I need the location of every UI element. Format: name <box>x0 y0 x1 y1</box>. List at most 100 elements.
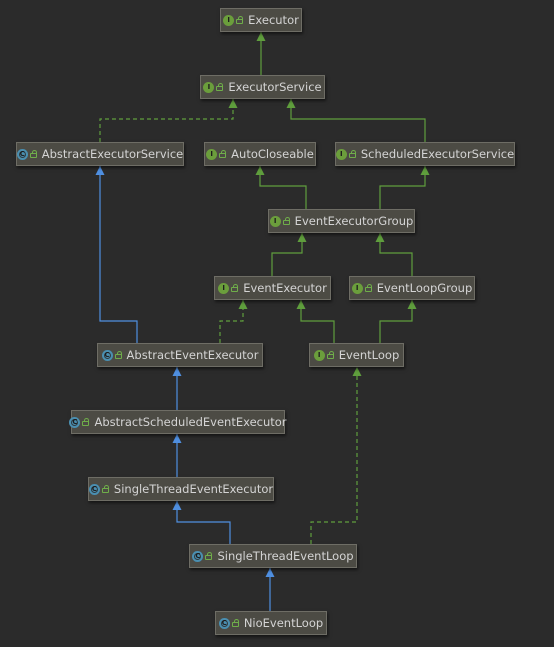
node-label: AutoCloseable <box>231 147 314 161</box>
edge-event-loop-to-event-loop-group <box>379 300 417 343</box>
arrowhead <box>95 166 105 175</box>
public-lock-icon <box>216 82 224 91</box>
node-label: EventLoopGroup <box>376 281 473 295</box>
abstract-class-icon: C <box>88 483 100 495</box>
arrowhead <box>172 367 182 376</box>
arrowhead <box>172 501 182 510</box>
public-lock-icon <box>29 149 37 158</box>
edge-abstract-executor-service-to-executor-service <box>99 99 238 142</box>
node-label: AbstractScheduledEventExecutor <box>94 415 287 429</box>
node-label: EventExecutorGroup <box>294 214 414 228</box>
node-label: AbstractEventExecutor <box>126 348 259 362</box>
node-icons: C <box>218 617 239 629</box>
node-icons: I <box>351 282 372 294</box>
arrowhead <box>297 233 307 242</box>
node-abstract-scheduled-event-executor[interactable]: C AbstractScheduledEventExecutor <box>69 410 287 434</box>
node-icons: C <box>69 416 90 428</box>
public-lock-icon <box>326 350 334 359</box>
arrowhead <box>238 300 248 309</box>
arrowhead <box>420 166 430 175</box>
public-lock-icon <box>282 216 290 225</box>
node-executor-service[interactable]: I ExecutorService <box>200 75 325 99</box>
node-auto-closeable[interactable]: I AutoCloseable <box>204 142 316 166</box>
arrowhead <box>407 300 417 309</box>
edge-abstract-event-executor-to-event-executor <box>219 300 248 343</box>
edge-event-loop-group-to-event-executor-group <box>375 233 413 276</box>
arrowhead <box>296 300 306 309</box>
interface-icon: I <box>335 148 347 160</box>
interface-icon: I <box>313 349 325 361</box>
node-scheduled-executor-service[interactable]: I ScheduledExecutorService <box>335 142 515 166</box>
node-icons: C <box>192 550 213 562</box>
arrowhead <box>255 166 265 175</box>
node-icons: I <box>206 148 227 160</box>
edge-event-loop-to-event-executor <box>296 300 335 343</box>
edge-scheduled-executor-service-to-executor-service <box>286 99 426 142</box>
abstract-class-icon: C <box>69 416 81 428</box>
node-icons: C <box>101 349 122 361</box>
node-icons: C <box>16 148 37 160</box>
node-event-executor-group[interactable]: I EventExecutorGroup <box>268 209 415 233</box>
node-label: NioEventLoop <box>243 616 324 630</box>
public-lock-icon <box>231 618 239 627</box>
arrowhead <box>228 99 238 108</box>
interface-icon: I <box>351 282 363 294</box>
abstract-class-icon: C <box>101 349 113 361</box>
public-lock-icon <box>101 484 109 493</box>
edge-single-thread-event-executor-to-abstract-scheduled-event-executor <box>172 434 182 477</box>
edge-abstract-event-executor-to-abstract-executor-service <box>95 166 138 343</box>
public-lock-icon <box>236 15 244 24</box>
edge-abstract-scheduled-event-executor-to-abstract-event-executor <box>172 367 182 410</box>
edge-event-executor-group-to-auto-closeable <box>255 166 307 209</box>
node-abstract-executor-service[interactable]: C AbstractExecutorService <box>16 142 184 166</box>
node-label: EventExecutor <box>243 281 327 295</box>
edge-single-thread-event-loop-to-single-thread-event-executor <box>172 501 231 544</box>
node-event-loop[interactable]: I EventLoop <box>309 343 404 367</box>
node-icons: I <box>218 282 239 294</box>
public-lock-icon <box>205 551 213 560</box>
arrowhead <box>375 233 385 242</box>
edge-event-executor-group-to-scheduled-executor-service <box>379 166 430 209</box>
interface-icon: I <box>203 81 215 93</box>
edge-event-executor-to-event-executor-group <box>271 233 307 276</box>
edge-single-thread-event-loop-to-event-loop <box>310 367 362 544</box>
public-lock-icon <box>364 283 372 292</box>
arrowhead <box>352 367 362 376</box>
interface-icon: I <box>206 148 218 160</box>
public-lock-icon <box>82 417 90 426</box>
interface-icon: I <box>218 282 230 294</box>
node-icons: I <box>335 148 356 160</box>
arrowhead <box>256 32 266 41</box>
node-label: Executor <box>248 13 299 27</box>
node-label: AbstractExecutorService <box>41 147 184 161</box>
node-label: ExecutorService <box>228 80 322 94</box>
node-abstract-event-executor[interactable]: C AbstractEventExecutor <box>97 343 263 367</box>
node-icons: I <box>269 215 290 227</box>
node-label: EventLoop <box>338 348 400 362</box>
node-event-loop-group[interactable]: I EventLoopGroup <box>349 276 475 300</box>
interface-icon: I <box>269 215 281 227</box>
node-icons: I <box>203 81 224 93</box>
abstract-class-icon: C <box>16 148 28 160</box>
node-icons: I <box>313 349 334 361</box>
public-lock-icon <box>231 283 239 292</box>
interface-icon: I <box>223 14 235 26</box>
node-executor[interactable]: I Executor <box>220 8 302 32</box>
node-nio-event-loop[interactable]: C NioEventLoop <box>215 611 327 635</box>
node-icons: I <box>223 14 244 26</box>
public-lock-icon <box>348 149 356 158</box>
edge-executor-service-to-executor <box>256 32 266 75</box>
node-event-executor[interactable]: I EventExecutor <box>214 276 331 300</box>
arrowhead <box>172 434 182 443</box>
public-lock-icon <box>219 149 227 158</box>
node-icons: C <box>88 483 109 495</box>
node-label: ScheduledExecutorService <box>360 147 515 161</box>
arrowhead <box>265 568 275 577</box>
arrowhead <box>286 99 296 108</box>
public-lock-icon <box>114 350 122 359</box>
abstract-class-icon: C <box>192 550 204 562</box>
